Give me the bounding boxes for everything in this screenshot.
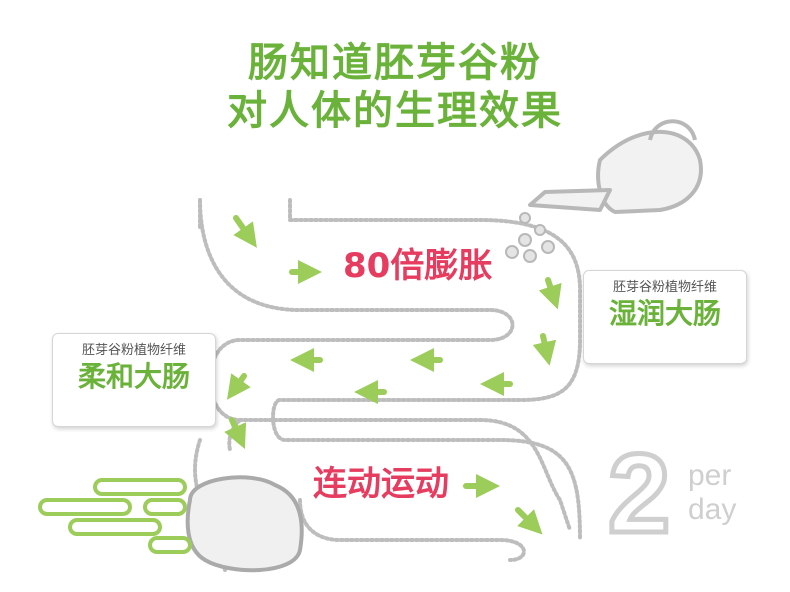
arrow-icon [233,215,257,248]
arrow-icon [224,417,247,449]
bubble-moisturize-subtitle: 胚芽谷粉植物纤维 [612,280,717,295]
capsule-icon [38,478,192,554]
page-title-line-1: 肠知道胚芽谷粉 [248,40,542,86]
arrow-icon [532,333,557,366]
bubble-moisturize: 胚芽谷粉植物纤维 湿润大肠 [583,270,747,364]
step-expand: 80倍膨胀 [343,246,493,286]
badge-per: per [688,459,732,492]
watering-can-icon [528,119,703,214]
bubble-soften-title: 柔和大肠 [77,360,190,393]
step-move: 连动运动 [313,464,449,504]
arrow-icon [515,507,543,535]
arrow-icon [538,277,562,310]
pillow-icon [185,475,304,573]
bubble-moisturize-title: 湿润大肠 [608,297,721,330]
two-per-day-badge: 2 [606,429,673,559]
page-title-line-2: 对人体的生理效果 [227,88,563,134]
badge-number: 2 [608,431,670,556]
water-drops-icon [505,212,555,263]
badge-day: day [688,493,737,526]
bubble-soften: 胚芽谷粉植物纤维 柔和大肠 [52,333,216,427]
arrow-icon [227,373,251,400]
bubble-soften-subtitle: 胚芽谷粉植物纤维 [81,343,186,358]
